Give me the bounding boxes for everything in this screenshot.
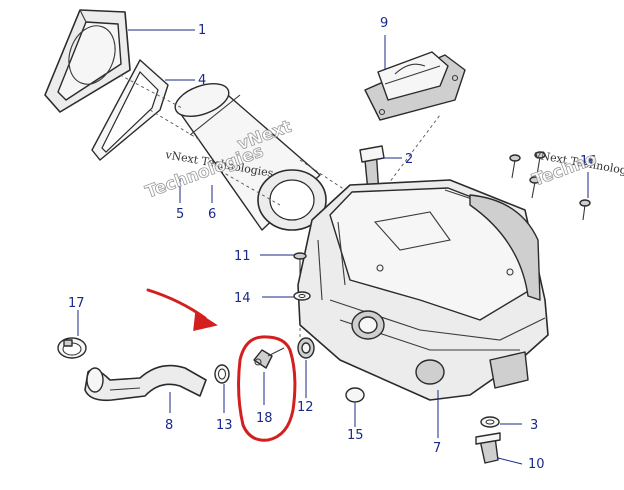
- callout-7: 7: [433, 441, 441, 456]
- callout-3: 3: [530, 418, 538, 433]
- part-8-hose: [84, 364, 207, 402]
- callout-11: 11: [234, 249, 251, 264]
- callout-5: 5: [176, 207, 184, 222]
- callout-16: 16: [580, 154, 597, 169]
- part-11-screw: [293, 252, 307, 275]
- part-17-hose-clamp: [57, 337, 87, 359]
- callout-18: 18: [256, 411, 273, 426]
- callout-2: 2: [405, 152, 413, 167]
- callout-1: 1: [198, 23, 206, 38]
- part-4-seal-ring: [91, 59, 169, 161]
- part-6-intake-tube: [174, 83, 327, 231]
- part-13-small-clamp: [214, 364, 230, 384]
- callout-6: 6: [208, 207, 216, 222]
- part-14-washer: [293, 291, 311, 301]
- part-9-bracket: [364, 51, 466, 121]
- part-10-drain-fitting: [475, 432, 501, 464]
- callout-14: 14: [234, 291, 251, 306]
- part-16-screws: [509, 151, 591, 221]
- callout-17: 17: [68, 296, 85, 311]
- callout-15: 15: [347, 428, 364, 443]
- part-3-o-ring: [480, 416, 500, 428]
- part-12-grommet: [297, 337, 315, 359]
- red-circle-part-18: [237, 335, 297, 442]
- callout-labels: 1 4 9 2 16 5 6 11 14 17 8 13 18 12 15 7 …: [68, 16, 597, 472]
- callout-leaders: [77, 29, 589, 465]
- callout-10: 10: [528, 457, 545, 472]
- red-arrowhead: [193, 310, 218, 331]
- part-15-plug: [345, 387, 365, 403]
- callout-12: 12: [297, 400, 314, 415]
- callout-9: 9: [380, 16, 388, 31]
- callout-4: 4: [198, 73, 206, 88]
- part-7-airbox-housing: [297, 179, 549, 401]
- red-annotations: [146, 288, 297, 442]
- part-1-filter-frame: [44, 9, 131, 113]
- callout-13: 13: [216, 418, 233, 433]
- callout-8: 8: [165, 418, 173, 433]
- part-18-drain-valve: [253, 347, 285, 369]
